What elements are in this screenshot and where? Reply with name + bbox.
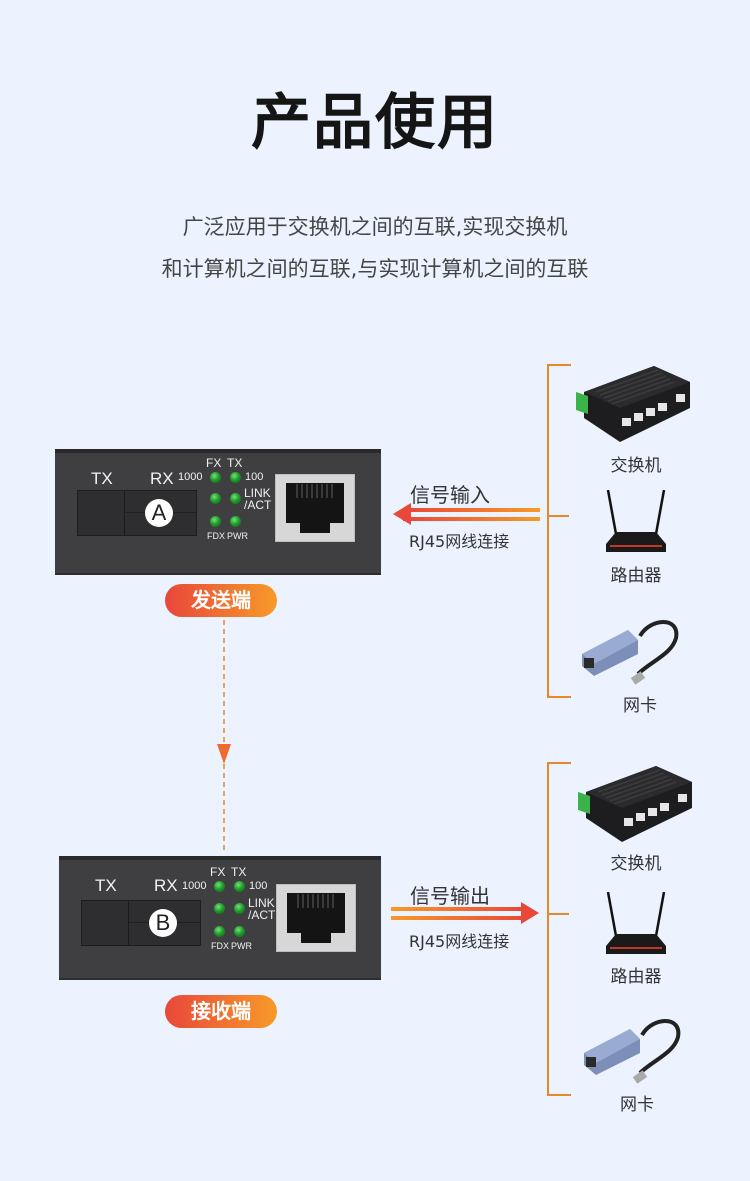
signal-output-label: 信号输出 — [410, 884, 490, 908]
device-label-nic: 网卡 — [620, 1095, 654, 1115]
led-link-act — [234, 903, 245, 914]
converter-id-badge: B — [149, 909, 177, 937]
led-label-100: 100 — [249, 880, 268, 892]
output-arrow-icon — [391, 902, 539, 924]
led-label-act: /ACT — [244, 498, 272, 512]
led-fdx — [214, 926, 225, 937]
rj45-port — [276, 884, 356, 952]
receiver-label: 接收端 — [165, 995, 277, 1028]
dashed-connector — [217, 620, 231, 850]
input-arrow-icon — [393, 503, 540, 525]
network-adapter-icon — [582, 620, 679, 685]
bracket-tick — [547, 913, 569, 915]
device-label-nic: 网卡 — [623, 696, 657, 716]
switch-icon — [576, 366, 690, 442]
device-bracket-1 — [547, 364, 571, 698]
led-link-1 — [210, 493, 221, 504]
led-pwr — [230, 516, 241, 527]
rx-port-label: RX — [150, 469, 174, 488]
led-label-link: LINK — [248, 896, 275, 910]
router-icon — [606, 892, 666, 954]
device-label-router: 路由器 — [610, 566, 662, 586]
device-bracket-2 — [547, 762, 571, 1096]
down-arrow-icon — [217, 744, 231, 764]
led-label-fdx: FDX — [211, 941, 229, 951]
fiber-port: B — [81, 900, 201, 946]
led-label-link: LINK — [244, 486, 271, 500]
led-label-100: 100 — [245, 471, 264, 483]
subtitle-line-1: 广泛应用于交换机之间的互联,实现交换机 — [182, 215, 568, 239]
converter-id-badge: A — [145, 499, 173, 527]
led-1000 — [210, 472, 221, 483]
led-label-1000: 1000 — [178, 471, 203, 483]
led-pwr — [234, 926, 245, 937]
led-fdx — [210, 516, 221, 527]
led-label-fdx: FDX — [207, 531, 225, 541]
page-title: 产品使用 — [251, 88, 499, 158]
led-label-tx: TX — [227, 456, 243, 470]
led-label-act: /ACT — [248, 908, 276, 922]
switch-icon — [578, 766, 692, 842]
led-label-fx: FX — [206, 456, 222, 470]
cable-label-b: RJ45网线连接 — [409, 932, 510, 951]
rx-port-label: RX — [154, 876, 178, 895]
fiber-port: A — [77, 490, 197, 536]
sender-label: 发送端 — [165, 584, 277, 617]
led-100 — [230, 472, 241, 483]
led-label-pwr: PWR — [231, 941, 252, 951]
led-link-1 — [214, 903, 225, 914]
device-label-router: 路由器 — [610, 967, 662, 987]
led-100 — [234, 881, 245, 892]
led-link-act — [230, 493, 241, 504]
device-label-switch: 交换机 — [610, 456, 662, 476]
led-label-fx: FX — [210, 865, 226, 879]
tx-port-label: TX — [95, 876, 117, 895]
led-label-1000: 1000 — [182, 880, 207, 892]
led-label-pwr: PWR — [227, 531, 248, 541]
tx-port-label: TX — [91, 469, 113, 488]
subtitle-line-2: 和计算机之间的互联,与实现计算机之间的互联 — [161, 257, 589, 281]
cable-label-a: RJ45网线连接 — [409, 532, 510, 551]
media-converter-a: TX RX A FX TX 1000 100 LINK /ACT FDX PWR — [55, 449, 381, 575]
signal-input-label: 信号输入 — [410, 483, 490, 507]
led-label-tx: TX — [231, 865, 247, 879]
rj45-port — [275, 474, 355, 542]
media-converter-b: TX RX B FX TX 1000 100 LINK /ACT FDX PWR — [59, 856, 381, 980]
bracket-tick — [547, 515, 569, 517]
device-label-switch: 交换机 — [610, 854, 662, 874]
led-1000 — [214, 881, 225, 892]
router-icon — [606, 490, 666, 552]
network-adapter-icon — [584, 1019, 681, 1084]
